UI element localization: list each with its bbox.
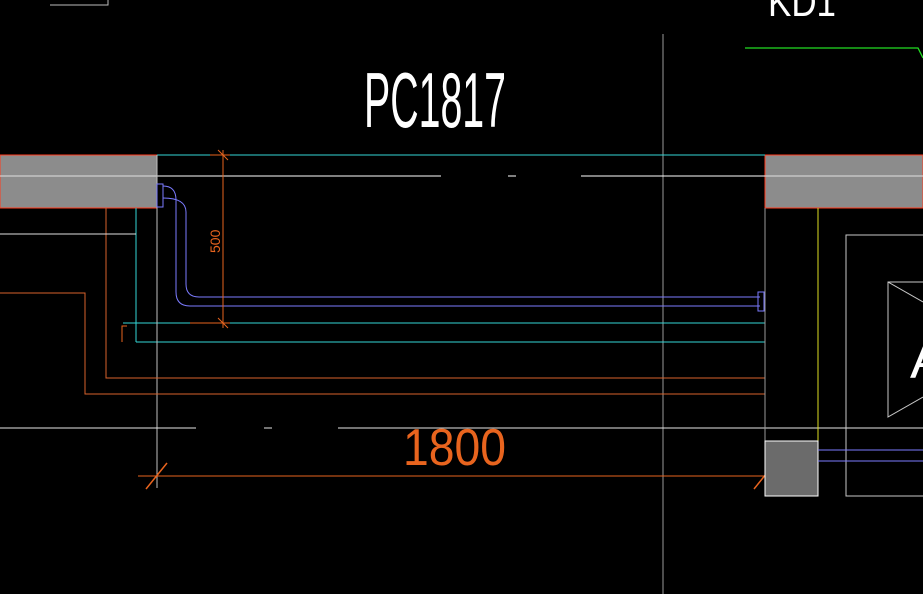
top-left-corner-line [50,0,109,6]
pipe-outer [162,185,760,307]
left-wall-block [0,154,158,209]
vertical-dim-tick-bottom [217,317,229,329]
horizontal-dim-tick-left [145,462,168,490]
right-room-outline [845,234,923,497]
vertical-dim-label: 500 [207,229,223,253]
vertical-dim-tick-top [217,149,229,161]
pipe-cap-left [156,183,164,208]
orange-outline-2 [0,292,765,395]
orange-bracket [121,325,127,342]
orange-outline-1 [105,208,765,379]
green-guide-line [745,47,923,59]
top-partial-label: KD1 [768,0,836,25]
window-tag-label: PC1817 [364,56,506,144]
pipe-inner [162,197,760,298]
structural-column [764,440,819,497]
right-wall-block [764,154,923,209]
right-partial-label: A [910,330,923,390]
right-room-equipment [887,281,923,418]
right-room-diagonal [887,281,923,303]
pipe-cap-right [757,291,765,312]
horizontal-dim-label: 1800 [403,419,506,477]
